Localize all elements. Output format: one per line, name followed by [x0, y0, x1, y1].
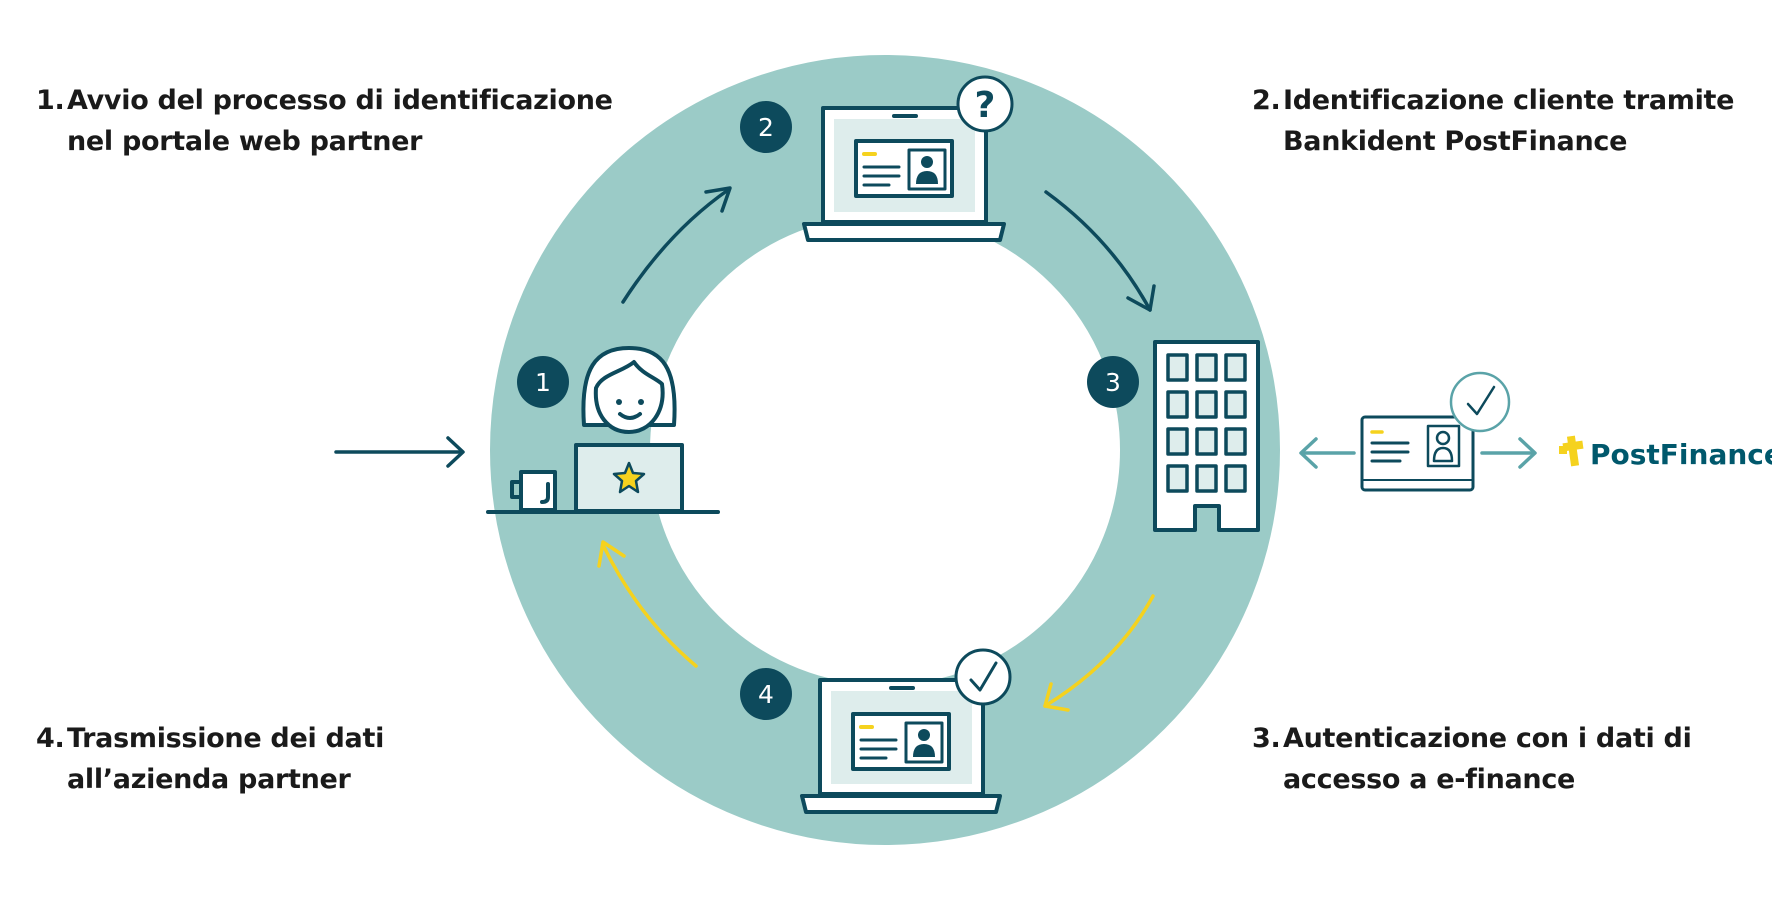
step-1-number: 1. [36, 85, 65, 116]
arrow-to-postfinance [1480, 437, 1537, 469]
step-4-line-2: all’azienda partner [67, 764, 351, 795]
step-3-line-1: Autenticazione con i dati di [1283, 723, 1692, 754]
badge-4: 4 [740, 668, 792, 720]
question-mark: ? [975, 85, 996, 126]
step-3-line-2: accesso a e-finance [1283, 764, 1576, 795]
svg-text:4: 4 [758, 680, 774, 709]
step-3-number: 3. [1252, 723, 1281, 754]
laptop-id-card-question-icon [802, 75, 1014, 242]
step-1-line-1: Avvio del processo di identificazione [67, 85, 613, 116]
arrow-to-building [1299, 437, 1356, 469]
laptop-id-card-check-icon [800, 648, 1012, 814]
step-1-caption: 1. Avvio del processo di identificazione… [36, 80, 613, 162]
step-3-caption: 3. Autenticazione con i dati di accesso … [1252, 718, 1692, 800]
arrow-4-to-1 [597, 540, 698, 668]
arrow-2-to-3 [1044, 190, 1156, 312]
step-2-line-2: Bankident PostFinance [1283, 126, 1628, 157]
svg-text:2: 2 [758, 113, 774, 142]
step-2-line-1: Identificazione cliente tramite [1283, 85, 1735, 116]
badge-1: 1 [517, 356, 569, 408]
id-card-check-icon [1360, 371, 1511, 492]
brand-name: PostFinance [1590, 438, 1772, 471]
office-building-icon [1153, 340, 1260, 532]
step-4-number: 4. [36, 723, 65, 754]
step-4-line-1: Trasmissione dei dati [67, 723, 385, 754]
entry-arrow [334, 436, 465, 468]
badge-3: 3 [1087, 356, 1139, 408]
badge-2: 2 [740, 101, 792, 153]
step-1-line-2: nel portale web partner [67, 126, 423, 157]
step-2-caption: 2. Identificazione cliente tramite Banki… [1252, 80, 1734, 162]
postfinance-logo: PostFinance [1559, 435, 1772, 471]
person-at-laptop-icon [486, 346, 720, 514]
svg-text:3: 3 [1105, 368, 1121, 397]
step-4-caption: 4. Trasmissione dei dati all’azienda par… [36, 718, 384, 800]
step-2-number: 2. [1252, 85, 1281, 116]
svg-text:1: 1 [535, 368, 551, 397]
arrow-1-to-2 [621, 186, 732, 304]
arrow-3-to-4 [1043, 594, 1155, 712]
